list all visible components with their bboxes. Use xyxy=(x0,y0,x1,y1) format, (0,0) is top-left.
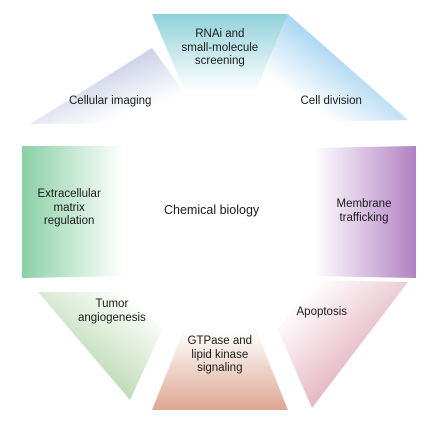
segment-label-line: lipid kinase xyxy=(191,348,249,361)
segment-imaging xyxy=(30,48,184,124)
segment-label-line: matrix xyxy=(53,201,85,214)
segment-ecm xyxy=(22,146,124,278)
segment-membrane xyxy=(314,146,416,278)
segment-label-division: Cell division xyxy=(301,95,362,109)
segment-label-imaging: Cellular imaging xyxy=(69,95,151,109)
segment-apoptosis xyxy=(278,280,408,408)
segment-gtpase xyxy=(152,330,288,410)
center-label: Chemical biology xyxy=(164,203,260,217)
segment-label-line: Cellular imaging xyxy=(69,95,152,107)
segment-label-line: GTPase and xyxy=(187,335,253,347)
segment-label-line: Tumor xyxy=(95,298,129,310)
segment-label-line: small-molecule xyxy=(181,41,259,54)
segment-label-line: Apoptosis xyxy=(296,306,348,318)
segment-tumor xyxy=(38,292,162,400)
segment-label-line: trafficking xyxy=(339,211,389,224)
segment-label-line: Membrane xyxy=(336,198,392,210)
segment-label-line: screening xyxy=(194,55,245,67)
segment-label-line: angiogenesis xyxy=(78,311,146,324)
segment-label-line: signaling xyxy=(197,362,243,374)
segment-label-line: RNAi and xyxy=(195,28,245,40)
segment-division xyxy=(255,14,408,122)
segment-rnai xyxy=(152,14,288,92)
segment-label-apoptosis: Apoptosis xyxy=(297,306,348,320)
segment-label-line: Extracellular xyxy=(37,188,101,200)
segment-label-line: Cell division xyxy=(300,95,362,107)
segment-label-line: regulation xyxy=(43,215,95,227)
